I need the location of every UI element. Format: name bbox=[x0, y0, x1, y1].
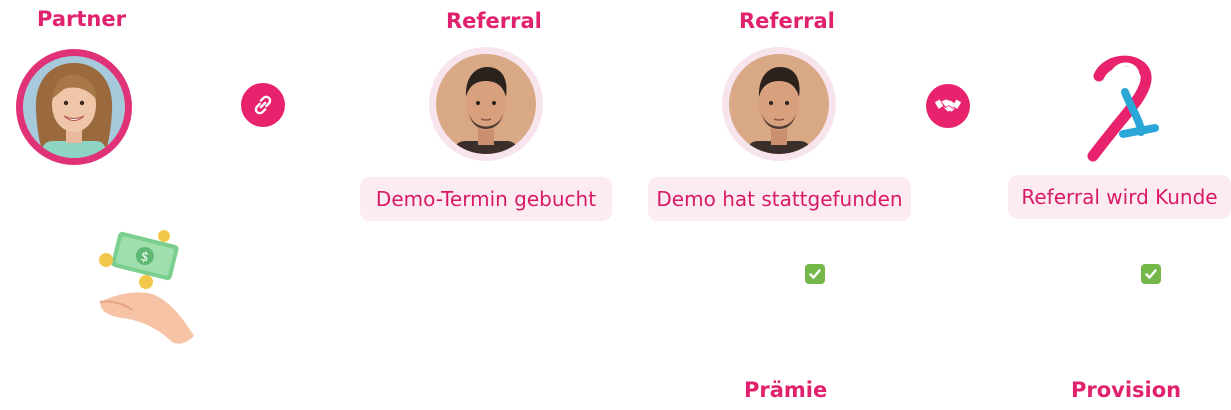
brand-logo bbox=[1085, 52, 1159, 162]
partner-heading: Partner bbox=[37, 7, 126, 31]
referral-avatar-1 bbox=[429, 47, 543, 161]
referral-avatar-2 bbox=[722, 47, 836, 161]
step-customer: Referral wird Kunde bbox=[1008, 175, 1231, 219]
checkmark-icon-praemie bbox=[805, 264, 825, 284]
step-demo-held-label: Demo hat stattgefunden bbox=[656, 187, 903, 211]
referral-heading-1: Referral bbox=[446, 9, 542, 33]
handshake-icon bbox=[926, 84, 970, 128]
link-icon bbox=[241, 83, 285, 127]
step-customer-label: Referral wird Kunde bbox=[1021, 185, 1218, 209]
step-demo-held: Demo hat stattgefunden bbox=[648, 177, 911, 221]
step-demo-booked: Demo-Termin gebucht bbox=[360, 177, 612, 221]
svg-text:$: $ bbox=[139, 249, 151, 266]
money-hand-icon: $ bbox=[94, 224, 200, 348]
partner-avatar bbox=[16, 49, 132, 165]
step-demo-booked-label: Demo-Termin gebucht bbox=[375, 187, 597, 211]
provision-heading: Provision bbox=[1071, 378, 1182, 402]
checkmark-icon-provision bbox=[1141, 264, 1161, 284]
referral-heading-2: Referral bbox=[739, 9, 835, 33]
praemie-heading: Prämie bbox=[744, 378, 828, 402]
